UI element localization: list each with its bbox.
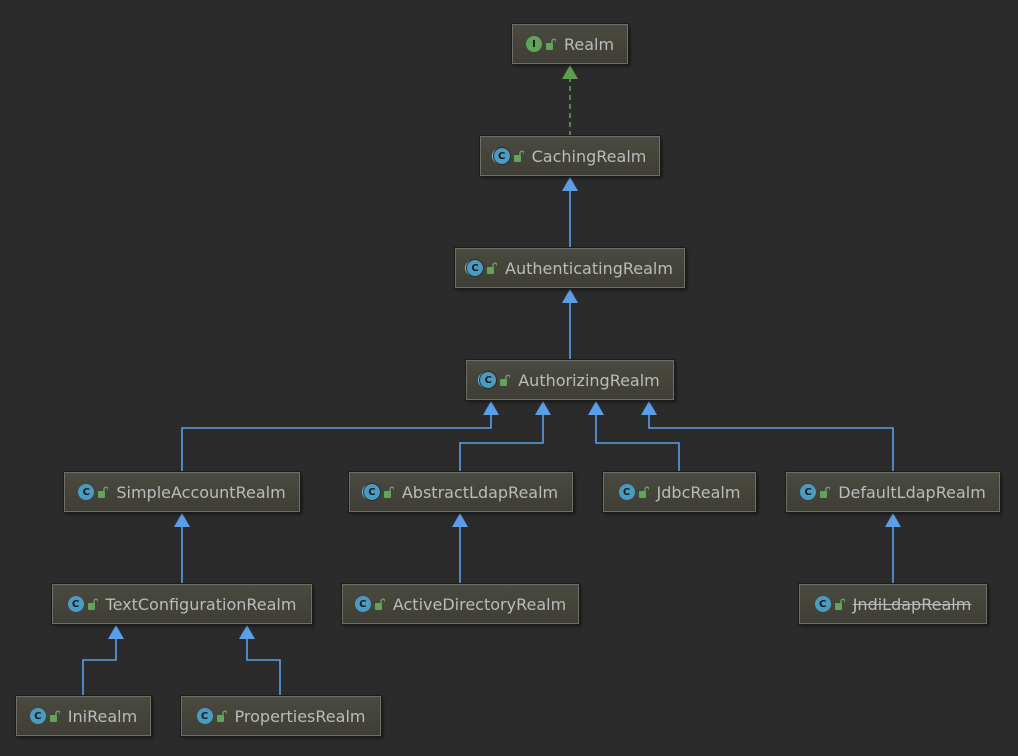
class-icon: C — [196, 708, 213, 724]
node-jndi-ldap-realm[interactable]: C JndiLdapRealm — [799, 584, 987, 624]
class-icon: C — [354, 596, 371, 612]
interface-icon: I — [525, 36, 542, 52]
class-icon: C — [618, 484, 635, 500]
edge-extends-properties-realm-to-text-configuration-realm — [246, 639, 281, 696]
public-lock-icon — [820, 486, 831, 498]
node-ini-realm[interactable]: C IniRealm — [16, 696, 151, 736]
node-label: JdbcRealm — [656, 482, 741, 502]
edges-layer — [82, 65, 901, 696]
node-text-configuration-realm[interactable]: C TextConfigurationRealm — [52, 584, 312, 624]
class-icon: C — [78, 484, 95, 500]
public-lock-icon — [513, 150, 524, 162]
node-label: Realm — [563, 34, 615, 54]
public-lock-icon — [500, 374, 511, 386]
abstract-class-icon: C — [363, 484, 380, 500]
node-properties-realm[interactable]: C PropertiesRealm — [181, 696, 381, 736]
node-default-ldap-realm[interactable]: C DefaultLdapRealm — [786, 472, 1000, 512]
edge-extends-jdbc-realm-to-authorizing-realm — [595, 415, 680, 472]
node-label: TextConfigurationRealm — [105, 594, 297, 614]
node-authorizing-realm[interactable]: C AuthorizingRealm — [466, 360, 674, 400]
edge-extends-abstract-ldap-realm-to-authorizing-realm — [459, 415, 544, 472]
node-label: AuthorizingRealm — [518, 370, 660, 390]
node-label: IniRealm — [67, 706, 138, 726]
edge-extends-default-ldap-realm-to-authorizing-realm — [648, 415, 894, 472]
public-lock-icon — [487, 262, 498, 274]
node-label: DefaultLdapRealm — [838, 482, 986, 502]
arrowhead-caching-realm-to-realm — [562, 65, 578, 79]
arrowhead-default-ldap-realm-to-authorizing-realm — [641, 401, 657, 415]
arrowhead-jndi-ldap-realm-to-default-ldap-realm — [885, 513, 901, 527]
arrowhead-authorizing-realm-to-authenticating-realm — [562, 289, 578, 303]
class-icon: C — [814, 596, 831, 612]
edge-extends-ini-realm-to-text-configuration-realm — [82, 639, 117, 696]
edge-extends-simple-account-realm-to-authorizing-realm — [181, 415, 492, 472]
node-label: PropertiesRealm — [234, 706, 366, 726]
node-caching-realm[interactable]: C CachingRealm — [480, 136, 660, 176]
arrowhead-text-configuration-realm-to-simple-account-realm — [174, 513, 190, 527]
public-lock-icon — [87, 598, 98, 610]
public-lock-icon — [49, 710, 60, 722]
arrowhead-properties-realm-to-text-configuration-realm — [239, 625, 255, 639]
node-label: JndiLdapRealm — [852, 594, 972, 614]
abstract-class-icon: C — [467, 260, 484, 276]
class-icon: C — [800, 484, 817, 500]
public-lock-icon — [374, 598, 385, 610]
node-label: AuthenticatingRealm — [505, 258, 673, 278]
node-jdbc-realm[interactable]: C JdbcRealm — [603, 472, 756, 512]
arrowhead-active-directory-realm-to-abstract-ldap-realm — [452, 513, 468, 527]
arrowhead-jdbc-realm-to-authorizing-realm — [588, 401, 604, 415]
arrowhead-simple-account-realm-to-authorizing-realm — [483, 401, 499, 415]
node-simple-account-realm[interactable]: C SimpleAccountRealm — [64, 472, 300, 512]
node-abstract-ldap-realm[interactable]: C AbstractLdapRealm — [349, 472, 573, 512]
arrowhead-authenticating-realm-to-caching-realm — [562, 177, 578, 191]
arrowhead-ini-realm-to-text-configuration-realm — [108, 625, 124, 639]
public-lock-icon — [638, 486, 649, 498]
class-icon: C — [29, 708, 46, 724]
public-lock-icon — [98, 486, 109, 498]
arrowhead-abstract-ldap-realm-to-authorizing-realm — [535, 401, 551, 415]
public-lock-icon — [216, 710, 227, 722]
node-label: CachingRealm — [531, 146, 647, 166]
public-lock-icon — [383, 486, 394, 498]
node-label: SimpleAccountRealm — [116, 482, 286, 502]
abstract-class-icon: C — [493, 148, 510, 164]
node-active-directory-realm[interactable]: C ActiveDirectoryRealm — [342, 584, 579, 624]
class-icon: C — [67, 596, 84, 612]
abstract-class-icon: C — [480, 372, 497, 388]
public-lock-icon — [545, 38, 556, 50]
node-label: AbstractLdapRealm — [401, 482, 559, 502]
node-authenticating-realm[interactable]: C AuthenticatingRealm — [455, 248, 685, 288]
node-realm[interactable]: I Realm — [512, 24, 628, 64]
public-lock-icon — [834, 598, 845, 610]
node-label: ActiveDirectoryRealm — [392, 594, 567, 614]
